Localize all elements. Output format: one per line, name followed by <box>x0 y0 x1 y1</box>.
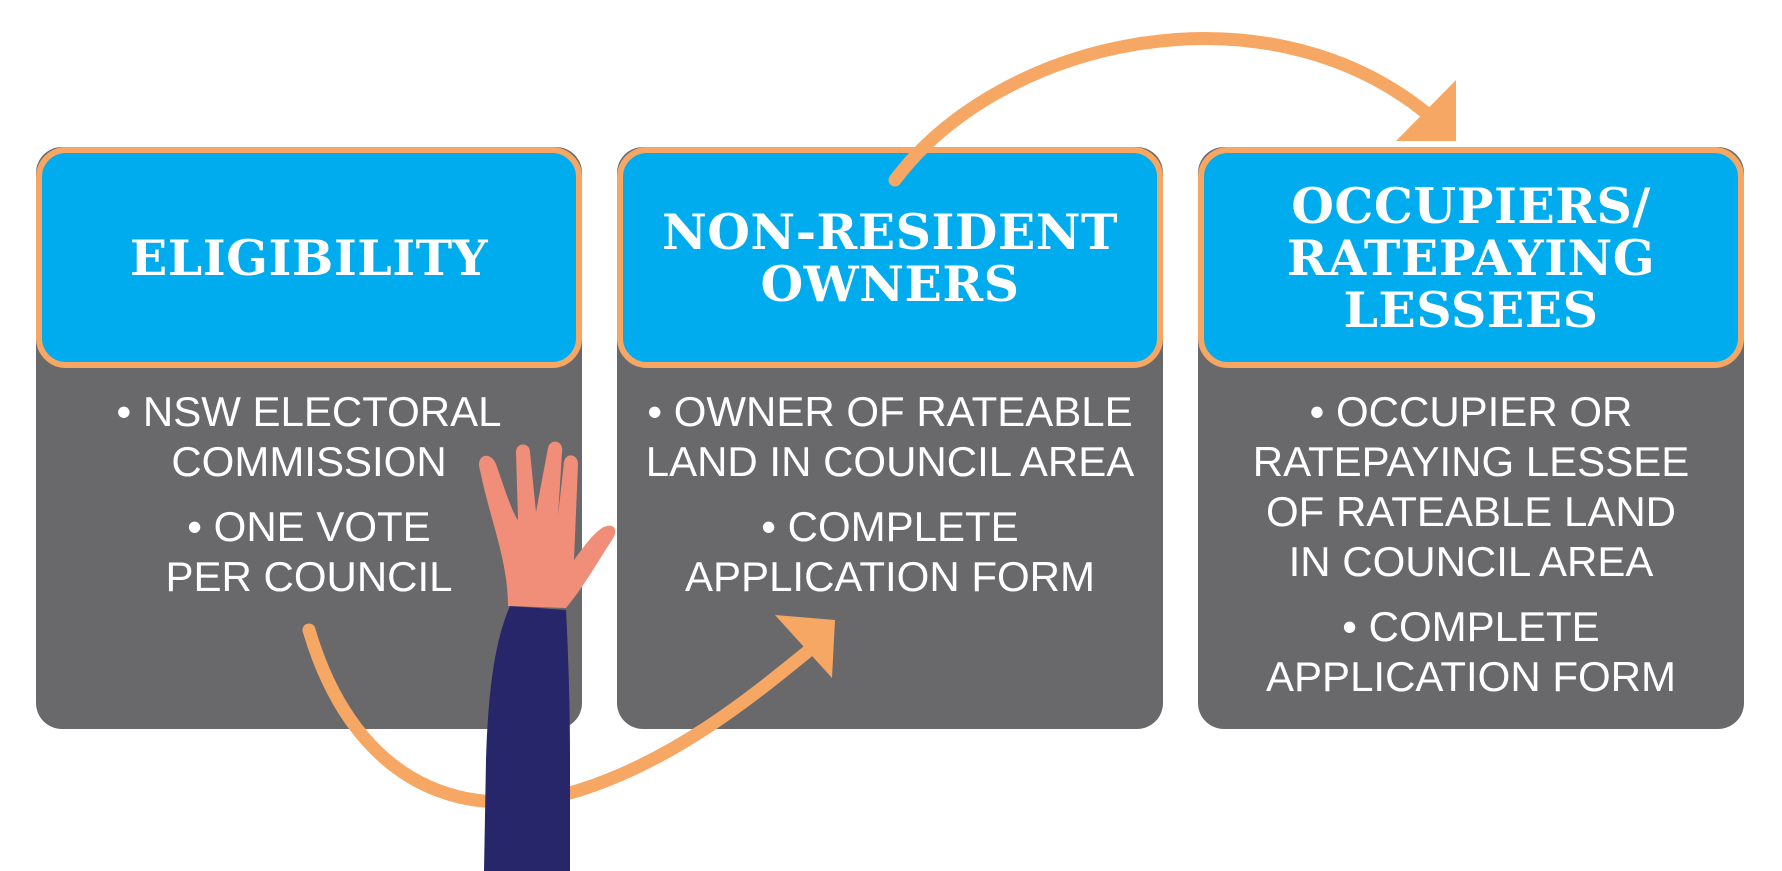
card-eligibility: ELIGIBILITY • NSW ELECTORAL COMMISSION •… <box>36 147 582 729</box>
bullet-item: • OWNER OF RATEABLE LAND IN COUNCIL AREA <box>645 388 1135 485</box>
bullet-item: • NSW ELECTORAL COMMISSION <box>116 388 502 485</box>
raised-hand-icon <box>478 441 616 871</box>
card-title: OCCUPIERS/ RATEPAYING LESSEES <box>1286 176 1656 339</box>
card-title: NON-RESIDENT OWNERS <box>661 202 1119 313</box>
card-title: ELIGIBILITY <box>129 228 489 287</box>
card-body: • OWNER OF RATEABLE LAND IN COUNCIL AREA… <box>617 387 1163 617</box>
curved-arrow-icon <box>302 615 835 809</box>
curved-arrow-icon <box>888 32 1456 187</box>
bullet-item: • ONE VOTE PER COUNCIL <box>165 503 453 600</box>
bullet-item: • COMPLETE APPLICATION FORM <box>1266 603 1676 700</box>
card-header: ELIGIBILITY <box>36 147 582 368</box>
card-occupiers-lessees: OCCUPIERS/ RATEPAYING LESSEES • OCCUPIER… <box>1198 147 1744 729</box>
card-body: • OCCUPIER OR RATEPAYING LESSEE OF RATEA… <box>1198 387 1744 717</box>
card-body: • NSW ELECTORAL COMMISSION • ONE VOTE PE… <box>36 387 582 617</box>
card-header: OCCUPIERS/ RATEPAYING LESSEES <box>1198 147 1744 368</box>
bullet-item: • COMPLETE APPLICATION FORM <box>685 503 1095 600</box>
bullet-item: • OCCUPIER OR RATEPAYING LESSEE OF RATEA… <box>1252 388 1690 585</box>
